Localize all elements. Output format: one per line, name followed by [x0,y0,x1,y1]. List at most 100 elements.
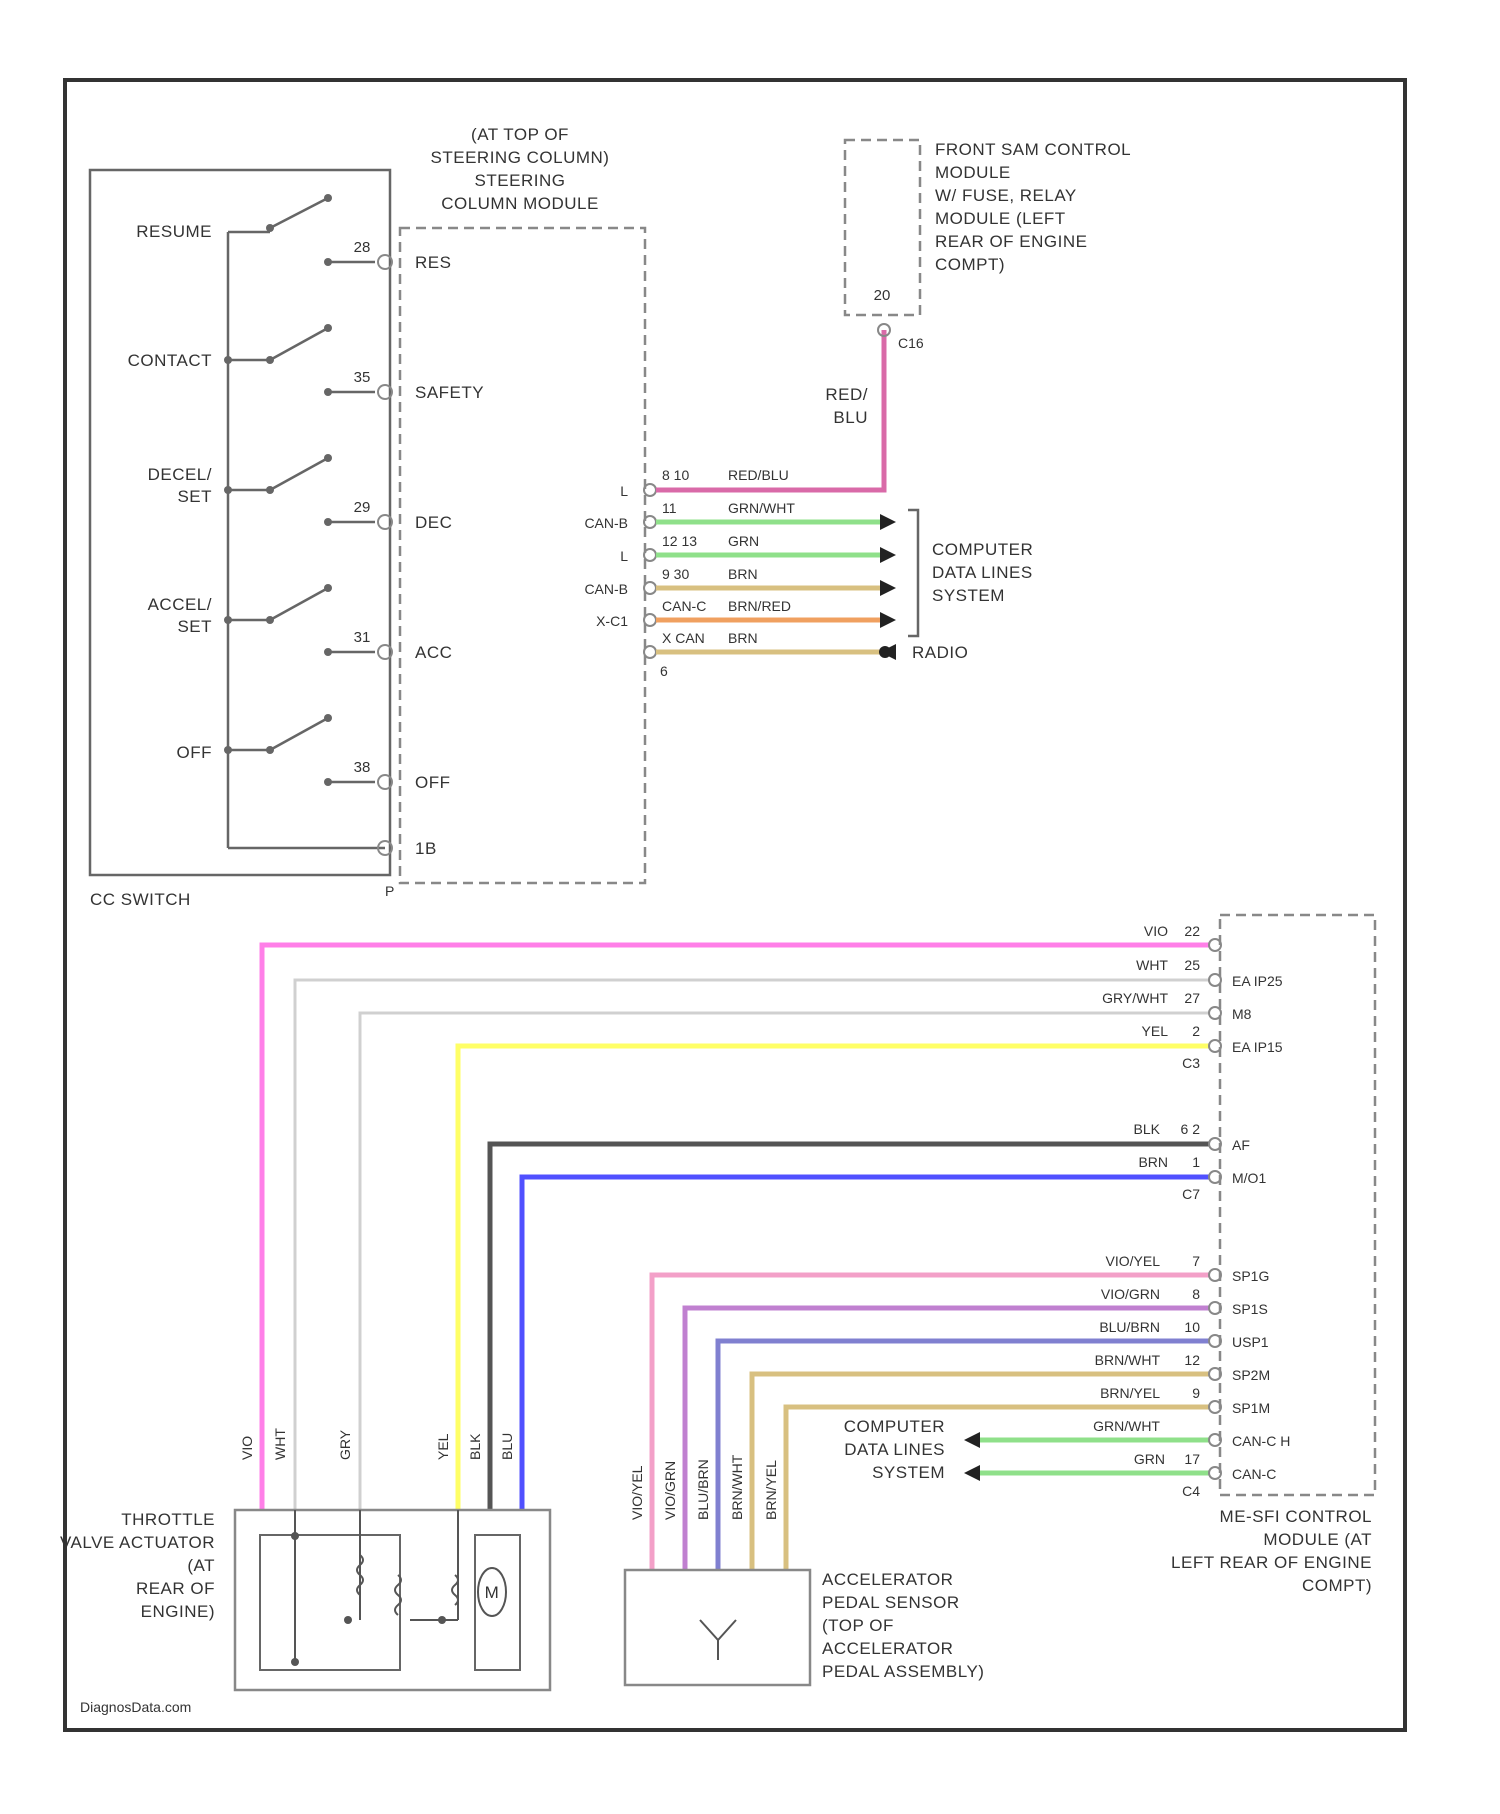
me-wire-9: VIO/GRN [1101,1286,1160,1302]
me-label-1: EA IP25 [1232,973,1283,989]
module-pin-label-safety: SAFETY [415,383,484,402]
cc-pin-dec: 29 [354,499,371,516]
front-sam-title-1: FRONT SAM CONTROL [935,140,1131,159]
throttle-wire-label-2: GRY [337,1429,353,1460]
me-pin-15: C4 [1182,1483,1200,1499]
me-label-2: M8 [1232,1006,1252,1022]
column-row-pins-5: X CAN [662,630,705,646]
switch-contact [224,324,375,396]
me-module-title-2: MODULE (AT [1263,1530,1372,1549]
pedal-wire-label-1: VIO/GRN [662,1461,678,1520]
column-row-wire-5: BRN [728,630,758,646]
me-wire-2: GRY/WHT [1102,990,1168,1006]
column-row-pins-1: 11 [662,500,677,516]
me-label-12: SP1M [1232,1400,1270,1416]
column-row-wire-0: RED/BLU [728,467,789,483]
me-pin-11: 12 [1184,1352,1200,1368]
me-label-10: USP1 [1232,1334,1269,1350]
me-pin-7: C7 [1182,1186,1200,1202]
me-module-title-1: ME-SFI CONTROL [1220,1507,1372,1526]
me-module-title-3: LEFT REAR OF ENGINE [1171,1553,1372,1572]
cc-pin-acc: 31 [354,629,371,646]
throttle-title-3: (AT [187,1556,215,1575]
cc-switch-title: CC SWITCH [90,890,191,909]
throttle-wire-label-5: BLU [499,1433,515,1460]
throttle-wire-label-4: BLK [467,1433,483,1460]
column-row-left-0: L [620,483,628,499]
cc-pin-res: 28 [354,239,371,256]
throttle-wires [262,945,1210,1510]
front-sam-title-5: REAR OF ENGINE [935,232,1087,251]
module-pin-label-res: RES [415,253,451,272]
switch-label-decel: DECEL/ [148,465,212,484]
me-pin-10: 10 [1184,1319,1200,1335]
can-c-wires [964,1432,1210,1481]
pedal-title-3: (TOP OF [822,1616,894,1635]
pedal-sensor-icon [700,1620,736,1660]
pedal-wire-label-3: BRN/WHT [729,1454,745,1520]
me-wire-5: BLK [1134,1121,1161,1137]
front-sam-title-3: W/ FUSE, RELAY [935,186,1077,205]
throttle-wire-label-0: VIO [239,1436,255,1460]
column-row-pins-2: 12 13 [662,533,697,549]
module-pin-label-1b: 1B [415,839,437,858]
pedal-title-2: PEDAL SENSOR [822,1593,960,1612]
pedal-title-5: PEDAL ASSEMBLY) [822,1662,984,1681]
column-row-wire-2: GRN [728,533,759,549]
throttle-actuator-box [235,1510,550,1690]
me-pin-4: C3 [1182,1055,1200,1071]
data-lines-label-3: SYSTEM [932,586,1005,605]
switch-label-resume: RESUME [136,222,212,241]
throttle-title-4: REAR OF [136,1579,215,1598]
pedal-wire-label-4: BRN/YEL [763,1460,779,1520]
front-sam-wire-1: RED/ [825,385,868,404]
data-lines-label-2: DATA LINES [932,563,1033,582]
me-label-3: EA IP15 [1232,1039,1283,1055]
front-sam-title-4: MODULE (LEFT [935,209,1066,228]
me-label-14: CAN-C [1232,1466,1276,1482]
front-sam-title-2: MODULE [935,163,1011,182]
me-wire-11: BRN/WHT [1095,1352,1161,1368]
pedal-title-1: ACCELERATOR [822,1570,953,1589]
column-row-wire-3: BRN [728,566,758,582]
throttle-title-5: ENGINE) [141,1602,215,1621]
column-row-pins-4: CAN-C [662,598,706,614]
me-label-6: M/O1 [1232,1170,1266,1186]
front-sam-pin: 20 [874,287,891,304]
column-row-left-3: CAN-B [584,581,628,597]
column-row-left-2: L [620,548,628,564]
me-wire-6: BRN [1138,1154,1168,1170]
pedal-title-4: ACCELERATOR [822,1639,953,1658]
watermark: DiagnosData.com [80,1699,191,1715]
me-module-title-4: COMPT) [1302,1576,1372,1595]
module-pin-label-off: OFF [415,773,451,792]
column-module-title-2: STEERING COLUMN) [431,148,610,167]
me-pin-12: 9 [1192,1385,1200,1401]
pedal-wire-label-0: VIO/YEL [629,1465,645,1520]
me-wire-14: GRN [1134,1451,1165,1467]
switch-label-accel-set: SET [177,617,212,636]
me-wire-1: WHT [1136,957,1168,973]
throttle-internal-wiring [291,1510,458,1666]
me-pin-14: 17 [1184,1451,1200,1467]
pedal-wire-label-2: BLU/BRN [695,1459,711,1520]
throttle-wire-label-3: YEL [435,1433,451,1460]
front-sam-connector: C16 [898,335,924,351]
throttle-title-1: THROTTLE [121,1510,215,1529]
switch-off [224,714,375,786]
me-pin-2: 27 [1184,990,1200,1006]
me-pin-6: 1 [1192,1154,1200,1170]
me-wire-0: VIO [1144,923,1168,939]
switch-label-off: OFF [177,743,213,762]
column-module-title-4: COLUMN MODULE [441,194,599,213]
column-bottom-pin: 6 [660,663,668,679]
me-wire-3: YEL [1142,1023,1169,1039]
svg-text:P: P [385,883,394,899]
me-pin-8: 7 [1192,1253,1200,1269]
switch-label-decel-set: SET [177,487,212,506]
column-row-left-4: X-C1 [596,613,628,629]
front-sam-title-6: COMPT) [935,255,1005,274]
front-sam-wire-2: BLU [833,408,868,427]
column-row-wire-1: GRN/WHT [728,500,795,516]
